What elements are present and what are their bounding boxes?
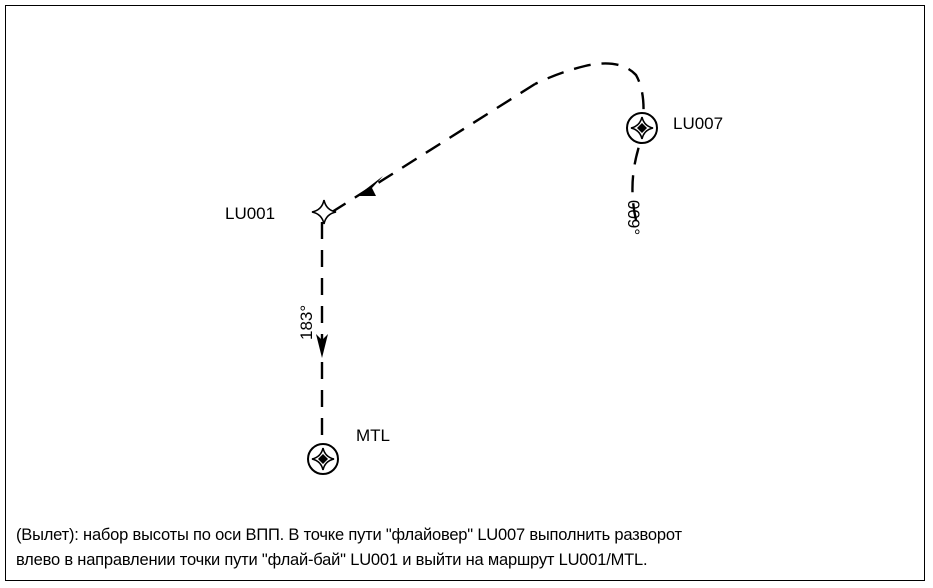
waypoint-label-lu007: LU007 — [673, 114, 723, 133]
waypoint-label-mtl: MTL — [356, 426, 390, 445]
course-label-183: 183° — [297, 305, 316, 340]
diagram-frame — [5, 5, 925, 581]
turn-track — [534, 62, 645, 221]
flyby-waypoint-icon — [311, 199, 337, 225]
procedure-caption: (Вылет): набор высоты по оси ВПП. В точк… — [16, 523, 921, 573]
waypoint-label-lu001: LU001 — [225, 204, 275, 223]
mtl-waypoint-icon — [307, 443, 339, 475]
leg-to-lu001-arrow — [357, 176, 383, 196]
course-label-009: 009° — [624, 200, 643, 235]
leg-to-mtl-arrow — [316, 334, 328, 358]
caption-line-1: (Вылет): набор высоты по оси ВПП. В точк… — [16, 526, 682, 544]
flyover-waypoint-icon — [626, 112, 658, 144]
caption-line-2: влево в направлении точки пути "флай-бай… — [16, 551, 648, 569]
